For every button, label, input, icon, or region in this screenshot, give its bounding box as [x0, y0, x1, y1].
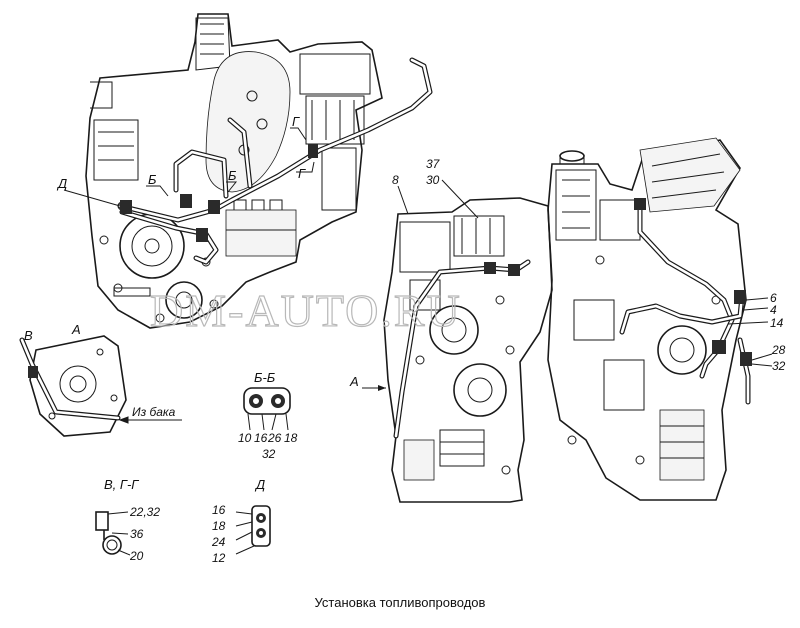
bb-part-32: 32: [262, 447, 276, 461]
center-engine-view: [383, 179, 553, 503]
callout-g-1: Г: [292, 114, 300, 129]
view-v-g-g-title: В, Г-Г: [104, 477, 139, 492]
view-a: [19, 335, 182, 437]
left-engine-view: [63, 13, 433, 329]
drawing-caption: Установка топливопроводов: [314, 595, 486, 610]
d-part-12: 12: [212, 551, 226, 565]
part-6: 6: [770, 291, 777, 305]
d-part-24: 24: [211, 535, 226, 549]
view-b-b-title: Б-Б: [254, 370, 276, 385]
callout-b-2: Б: [228, 168, 237, 183]
d-part-16: 16: [212, 503, 226, 517]
callout-g-2: Г: [298, 166, 306, 181]
part-14: 14: [770, 316, 784, 330]
arrow-a-label: А: [349, 374, 359, 389]
vg-part-20: 20: [129, 549, 144, 563]
part-32: 32: [772, 359, 786, 373]
view-v-g-g: [95, 511, 131, 556]
view-a-title: А: [71, 322, 81, 337]
callout-b-1: Б: [148, 172, 157, 187]
d-part-18: 18: [212, 519, 226, 533]
view-d-title: Д: [254, 477, 265, 492]
part-30: 30: [426, 173, 440, 187]
part-37: 37: [426, 157, 441, 171]
view-d: [235, 505, 271, 555]
watermark-text: DM-AUTO.RU: [150, 285, 462, 336]
arrow-a-head: [378, 385, 386, 391]
callout-v: В: [24, 328, 33, 343]
callout-d: Д: [56, 176, 67, 191]
right-engine-view: [547, 137, 773, 501]
part-8: 8: [392, 173, 399, 187]
bb-part-10: 10: [238, 431, 252, 445]
part-28: 28: [771, 343, 786, 357]
part-4: 4: [770, 303, 777, 317]
from-tank-label: Из бака: [132, 405, 176, 419]
bb-part-18: 18: [284, 431, 298, 445]
bb-part-26: 26: [267, 431, 282, 445]
bb-part-16: 16: [254, 431, 268, 445]
section-b-b: [243, 387, 291, 431]
vg-part-22-32: 22,32: [129, 505, 160, 519]
vg-part-36: 36: [130, 527, 144, 541]
